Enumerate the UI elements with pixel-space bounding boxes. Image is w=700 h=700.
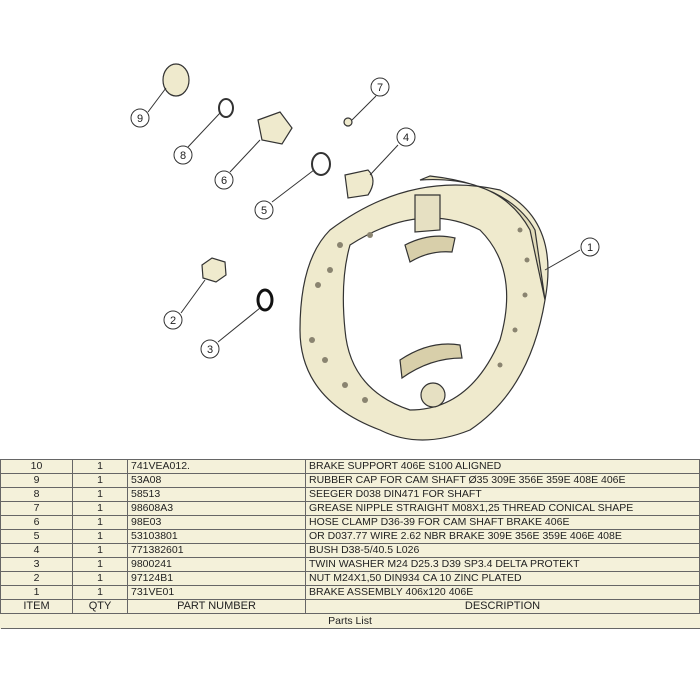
cell-qty: 1 (72, 585, 128, 600)
cell-part-number: 9800241 (127, 557, 306, 572)
cell-part-number: 53A08 (127, 473, 306, 488)
header-description: DESCRIPTION (305, 599, 700, 614)
cell-item: 5 (0, 529, 73, 544)
cell-part-number: 771382601 (127, 543, 306, 558)
cell-description: HOSE CLAMP D36-39 FOR CAM SHAFT BRAKE 40… (305, 515, 700, 530)
cell-description: BUSH D38-5/40.5 L026 (305, 543, 700, 558)
cell-part-number: 53103801 (127, 529, 306, 544)
cell-description: BRAKE ASSEMBLY 406x120 406E (305, 585, 700, 600)
cell-item: 10 (0, 459, 73, 474)
cell-item: 6 (0, 515, 73, 530)
callout-2: 2 (163, 310, 183, 330)
callout-5: 5 (254, 200, 274, 220)
callout-4: 4 (396, 127, 416, 147)
o-ring-part (311, 152, 331, 176)
brake-lining-rivets (309, 227, 530, 403)
header-part-number: PART NUMBER (127, 599, 306, 614)
cell-qty: 1 (72, 487, 128, 502)
cell-qty: 1 (72, 543, 128, 558)
svg-text:4: 4 (403, 132, 409, 144)
cell-description: RUBBER CAP FOR CAM SHAFT Ø35 309E 356E 3… (305, 473, 700, 488)
rubber-cap-part (162, 63, 190, 97)
cell-part-number: 98E03 (127, 515, 306, 530)
cell-description: GREASE NIPPLE STRAIGHT M08X1,25 THREAD C… (305, 501, 700, 516)
cell-part-number: 58513 (127, 487, 306, 502)
cell-part-number: 98608A3 (127, 501, 306, 516)
callout-1: 1 (580, 237, 600, 257)
table-caption: Parts List (0, 613, 700, 629)
cell-qty: 1 (72, 473, 128, 488)
cell-qty: 1 (72, 501, 128, 516)
svg-text:8: 8 (180, 150, 186, 162)
cell-item: 2 (0, 571, 73, 586)
leader-lines (147, 87, 581, 343)
header-qty: QTY (72, 599, 128, 614)
callout-7: 7 (370, 77, 390, 97)
header-item: ITEM (0, 599, 73, 614)
exploded-view-drawing: 1 2 3 4 5 6 7 8 9 (130, 63, 600, 441)
cell-description: TWIN WASHER M24 D25.3 D39 SP3.4 DELTA PR… (305, 557, 700, 572)
bush-part (344, 169, 374, 199)
cell-item: 4 (0, 543, 73, 558)
grease-nipple-part (343, 117, 353, 127)
svg-text:7: 7 (377, 82, 383, 94)
seeger-ring-part (218, 98, 234, 118)
svg-text:9: 9 (137, 113, 143, 125)
cell-item: 8 (0, 487, 73, 502)
svg-text:6: 6 (221, 175, 227, 187)
table-header-row: ITEM QTY PART NUMBER DESCRIPTION (0, 599, 700, 614)
cell-part-number: 731VE01 (127, 585, 306, 600)
hose-clamp-part (257, 111, 293, 145)
cell-qty: 1 (72, 515, 128, 530)
svg-text:1: 1 (587, 242, 593, 254)
cell-item: 1 (0, 585, 73, 600)
nut-part (201, 257, 227, 283)
cell-item: 3 (0, 557, 73, 572)
callout-6: 6 (214, 170, 234, 190)
cell-part-number: 741VEA012. (127, 459, 306, 474)
svg-text:3: 3 (207, 344, 213, 356)
svg-text:2: 2 (170, 315, 176, 327)
cell-qty: 1 (72, 459, 128, 474)
twin-washer-part (256, 288, 274, 312)
svg-text:5: 5 (261, 205, 267, 217)
cell-qty: 1 (72, 557, 128, 572)
callout-3: 3 (200, 339, 220, 359)
cell-part-number: 97124B1 (127, 571, 306, 586)
cell-description: NUT M24X1,50 DIN934 CA 10 ZINC PLATED (305, 571, 700, 586)
cell-item: 9 (0, 473, 73, 488)
cell-qty: 1 (72, 529, 128, 544)
callout-9: 9 (130, 108, 150, 128)
callout-balloons: 1 2 3 4 5 6 7 8 9 (130, 77, 600, 359)
cell-description: OR D037.77 WIRE 2.62 NBR BRAKE 309E 356E… (305, 529, 700, 544)
exploded-parts (162, 63, 374, 312)
cell-qty: 1 (72, 571, 128, 586)
cell-description: BRAKE SUPPORT 406E S100 ALIGNED (305, 459, 700, 474)
cell-item: 7 (0, 501, 73, 516)
brake-assembly (299, 175, 549, 441)
callout-8: 8 (173, 145, 193, 165)
cell-description: SEEGER D038 DIN471 FOR SHAFT (305, 487, 700, 502)
